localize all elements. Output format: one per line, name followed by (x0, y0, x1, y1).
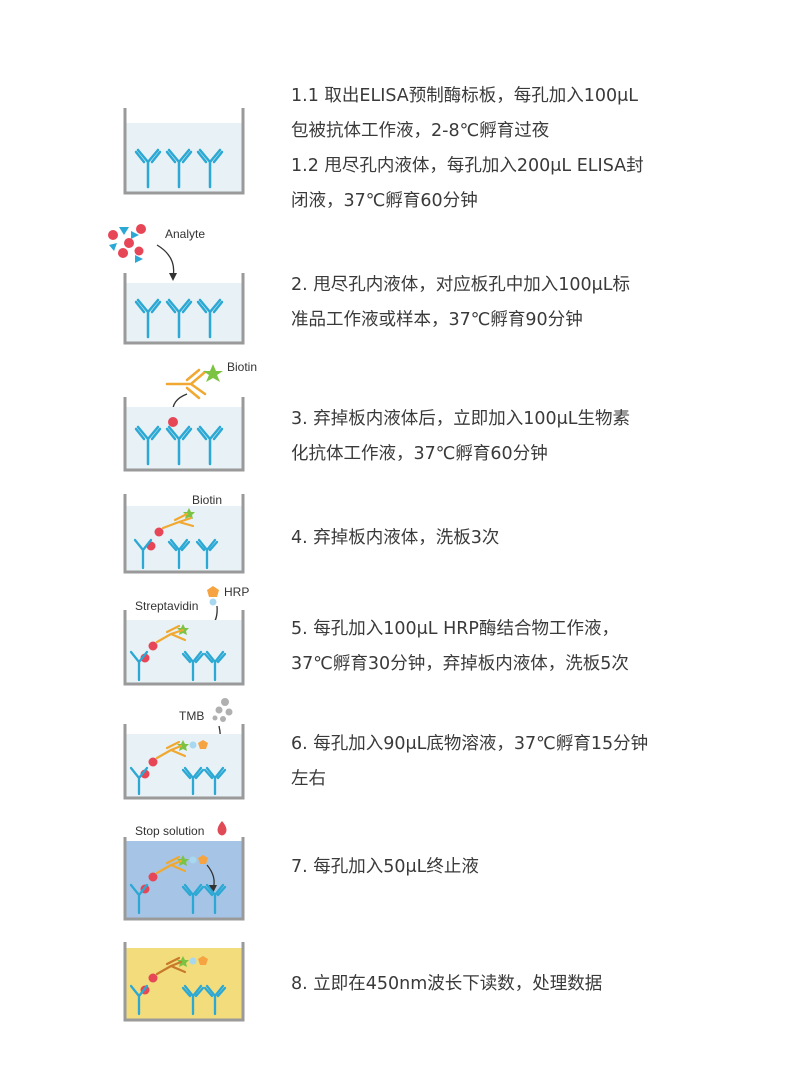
detection-antibody-icon (165, 368, 207, 400)
well-wall (123, 397, 245, 472)
hrp-icon (198, 740, 208, 749)
capture-antibody-icon (129, 883, 227, 915)
step-2-illustration: Analyte (95, 215, 285, 350)
capture-antibody-icon (129, 984, 227, 1016)
step-1-text: 1.1 取出ELISA预制酶标板，每孔加入100μL 包被抗体工作液，2-8℃孵… (291, 79, 644, 219)
tmb-icon (212, 698, 233, 722)
step-6-line-2: 左右 (291, 769, 326, 789)
streptavidin-icon (209, 598, 217, 606)
biotin-icon (177, 740, 189, 751)
well-liquid (126, 506, 242, 572)
step-4-illustration: Biotin (95, 488, 285, 578)
step-2-line-1: 2. 甩尽孔内液体，对应板孔中加入100μL标 (291, 275, 631, 295)
hrp-icon (198, 855, 208, 864)
step-4-text: 4. 弃掉板内液体，洗板3次 (291, 521, 499, 556)
step-6-line-1: 6. 每孔加入90μL底物溶液，37℃孵育15分钟 (291, 734, 649, 754)
step-3-illustration: Biotin (95, 352, 285, 477)
hrp-icon (198, 956, 208, 965)
stop-drop-icon (217, 821, 227, 836)
step-6-illustration: TMB (95, 696, 285, 804)
analyte-icon (154, 527, 164, 537)
biotin-icon (203, 364, 223, 382)
arrow-icon (156, 244, 175, 278)
capture-antibody-icon (129, 650, 227, 682)
step-4-line-1: 4. 弃掉板内液体，洗板3次 (291, 528, 500, 548)
biotin-label: Biotin (227, 360, 257, 374)
well-liquid (126, 283, 242, 343)
capture-antibody-icon (129, 766, 227, 796)
well-wall (123, 273, 245, 345)
step-2-text: 2. 甩尽孔内液体，对应板孔中加入100μL标 准品工作液或样本，37℃孵育90… (291, 268, 630, 338)
well-wall (123, 942, 245, 1022)
capture-antibody-icon (134, 298, 224, 339)
well-wall (123, 494, 245, 574)
step-8-line-1: 8. 立即在450nm波长下读数，处理数据 (291, 974, 603, 994)
streptavidin-icon (189, 856, 197, 864)
capture-antibody-icon (133, 538, 219, 570)
step-1-illustration (95, 90, 285, 200)
step-5-line-2: 37℃孵育30分钟，弃掉板内液体，洗板5次 (291, 654, 629, 674)
step-8-illustration (95, 934, 285, 1026)
capture-antibody-icon (134, 425, 224, 466)
step-7-illustration: Stop solution (95, 815, 285, 925)
step-3-line-2: 化抗体工作液，37℃孵育60分钟 (291, 444, 548, 464)
streptavidin-label: Streptavidin (135, 599, 198, 613)
capture-antibody-icon (134, 148, 224, 189)
detection-antibody-icon (155, 624, 187, 644)
analyte-icon (148, 872, 158, 882)
detection-antibody-icon (155, 740, 187, 760)
step-5-line-1: 5. 每孔加入100μL HRP酶结合物工作液， (291, 619, 619, 639)
step-7-text: 7. 每孔加入50μL终止液 (291, 850, 479, 885)
well-wall (123, 610, 245, 686)
analyte-icon (168, 417, 178, 427)
step-1-line-3: 1.2 甩尽孔内液体，每孔加入200μL ELISA封 (291, 156, 644, 176)
step-1-line-2: 包被抗体工作液，2-8℃孵育过夜 (291, 121, 550, 141)
biotin-icon (177, 956, 189, 967)
step-3-line-1: 3. 弃掉板内液体后，立即加入100μL生物素 (291, 409, 631, 429)
well-liquid (126, 841, 242, 919)
biotin-label: Biotin (192, 493, 222, 507)
analyte-label: Analyte (165, 227, 205, 241)
analyte-icon (148, 973, 158, 983)
hrp-label: HRP (224, 585, 249, 599)
analyte-icon (148, 757, 158, 767)
step-7-line-1: 7. 每孔加入50μL终止液 (291, 857, 479, 877)
detection-antibody-icon (155, 956, 187, 976)
tmb-label: TMB (179, 709, 204, 723)
step-5-illustration: HRP Streptavidin (95, 582, 285, 690)
biotin-icon (177, 855, 189, 866)
streptavidin-icon (189, 957, 197, 965)
biotin-icon (183, 508, 195, 519)
streptavidin-icon (189, 741, 197, 749)
step-3-text: 3. 弃掉板内液体后，立即加入100μL生物素 化抗体工作液，37℃孵育60分钟 (291, 402, 630, 472)
step-5-text: 5. 每孔加入100μL HRP酶结合物工作液， 37℃孵育30分钟，弃掉板内液… (291, 612, 629, 682)
analyte-icon (148, 641, 158, 651)
analyte-icon (108, 224, 146, 263)
step-1-line-4: 闭液，37℃孵育60分钟 (291, 191, 478, 211)
well-wall (123, 837, 245, 921)
detection-antibody-icon (155, 855, 187, 875)
detection-antibody-icon (161, 512, 195, 530)
step-6-text: 6. 每孔加入90μL底物溶液，37℃孵育15分钟 左右 (291, 727, 648, 797)
stop-solution-label: Stop solution (135, 824, 204, 838)
step-1-line-1: 1.1 取出ELISA预制酶标板，每孔加入100μL (291, 86, 639, 106)
step-8-text: 8. 立即在450nm波长下读数，处理数据 (291, 967, 602, 1002)
well-wall (123, 108, 245, 195)
step-2-line-2: 准品工作液或样本，37℃孵育90分钟 (291, 310, 583, 330)
well-wall (123, 724, 245, 800)
hrp-icon (207, 586, 219, 597)
